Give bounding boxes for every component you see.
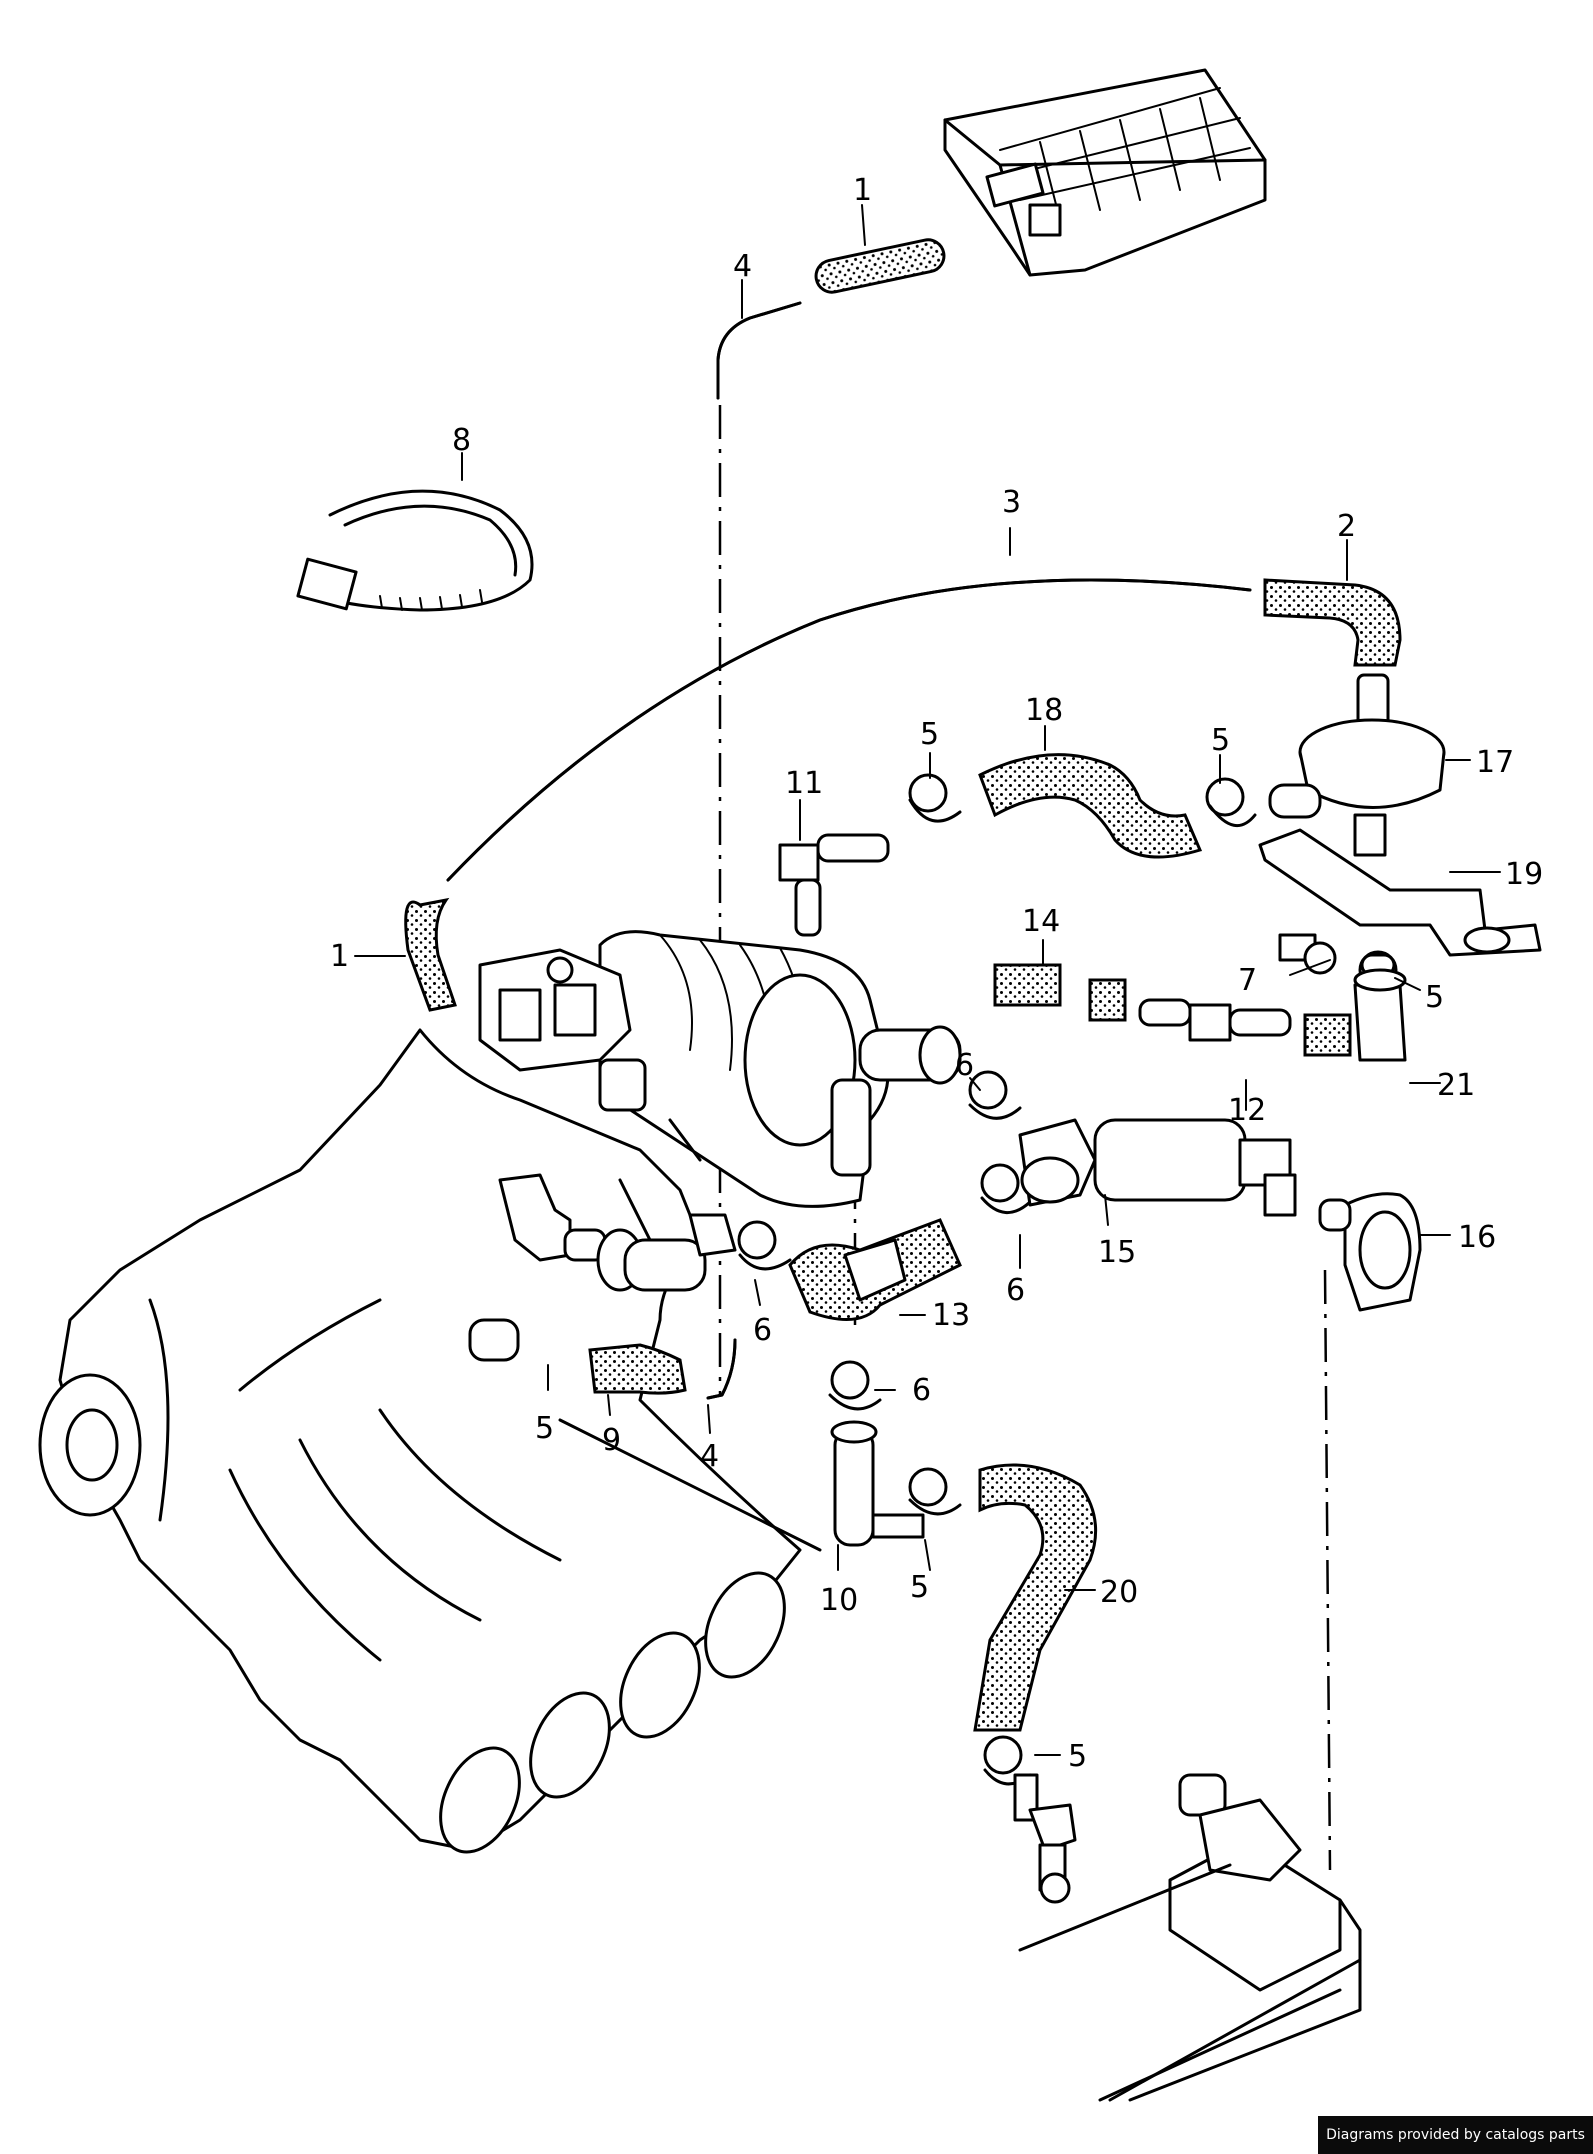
leader-lines	[354, 204, 1501, 1756]
fitting-11	[778, 833, 890, 937]
elbow-left	[688, 1213, 737, 1257]
clamp-5-b	[1205, 777, 1257, 828]
callout-5-a: 5	[920, 717, 939, 752]
fitting-21	[1303, 968, 1407, 1062]
cap-left	[468, 1318, 520, 1362]
bracket-19	[1258, 828, 1542, 957]
callout-17: 17	[1476, 745, 1514, 780]
hose-14	[993, 963, 1062, 1007]
callout-5-c: 5	[1425, 980, 1444, 1015]
callout-13: 13	[932, 1298, 970, 1333]
callout-2: 2	[1337, 509, 1356, 544]
callout-9: 9	[602, 1423, 621, 1458]
fitting-10	[830, 1420, 925, 1547]
callout-5-d: 5	[535, 1411, 554, 1446]
callout-14: 14	[1022, 904, 1060, 939]
callout-6-b: 6	[1006, 1273, 1025, 1308]
callout-5-b: 5	[1211, 723, 1230, 758]
sensor-15	[1018, 1118, 1297, 1217]
adapter-left	[596, 1228, 707, 1292]
hose-2	[1263, 578, 1402, 667]
callout-1: 1	[853, 173, 872, 208]
check-valve-12	[1138, 998, 1292, 1042]
clamp-5-a	[908, 773, 962, 823]
throttle-body	[478, 930, 962, 1208]
callout-1-left: 1	[330, 939, 349, 974]
callout-12: 12	[1228, 1093, 1266, 1128]
callout-21: 21	[1437, 1068, 1475, 1103]
callout-18: 18	[1025, 693, 1063, 728]
carbon-canister	[943, 68, 1267, 277]
alignment-line-right	[1323, 1269, 1332, 1871]
callout-16: 16	[1458, 1220, 1496, 1255]
callout-5-f: 5	[1068, 1739, 1087, 1774]
clamp-6-b	[968, 1070, 1022, 1120]
credit-banner: Diagrams provided by catalogs parts	[1318, 2116, 1593, 2154]
callout-11: 11	[785, 766, 823, 801]
connector-left	[498, 1173, 607, 1262]
callout-20: 20	[1100, 1575, 1138, 1610]
callout-6-a: 6	[955, 1048, 974, 1083]
screw-7	[1278, 933, 1337, 975]
hose-20	[973, 1463, 1098, 1732]
callout-4-lower: 4	[700, 1439, 719, 1474]
hose-18	[978, 753, 1203, 859]
callout-4: 4	[733, 249, 752, 284]
callout-6-d: 6	[912, 1373, 931, 1408]
callout-10: 10	[820, 1583, 858, 1618]
clamp-6-c	[980, 1163, 1032, 1214]
callout-19: 19	[1505, 857, 1543, 892]
hose-1-top	[814, 238, 946, 294]
callout-5-e: 5	[910, 1570, 929, 1605]
bracket-16	[1318, 1192, 1422, 1312]
engine-block	[1018, 1773, 1362, 2102]
clamp-6-a	[737, 1220, 792, 1271]
callout-3: 3	[1002, 485, 1021, 520]
fitting-lower	[1013, 1773, 1077, 1904]
clamp-5-e	[908, 1467, 962, 1516]
callout-15: 15	[1098, 1235, 1136, 1270]
callout-8: 8	[452, 423, 471, 458]
hose-4-top	[716, 301, 802, 400]
valve-17	[1268, 673, 1446, 857]
hose-1-left	[404, 897, 457, 1012]
clamp-6-d	[828, 1360, 882, 1411]
callout-6-c: 6	[753, 1313, 772, 1348]
clamp-band-8	[296, 489, 534, 612]
callout-7: 7	[1238, 963, 1257, 998]
hose-9	[588, 1343, 687, 1395]
